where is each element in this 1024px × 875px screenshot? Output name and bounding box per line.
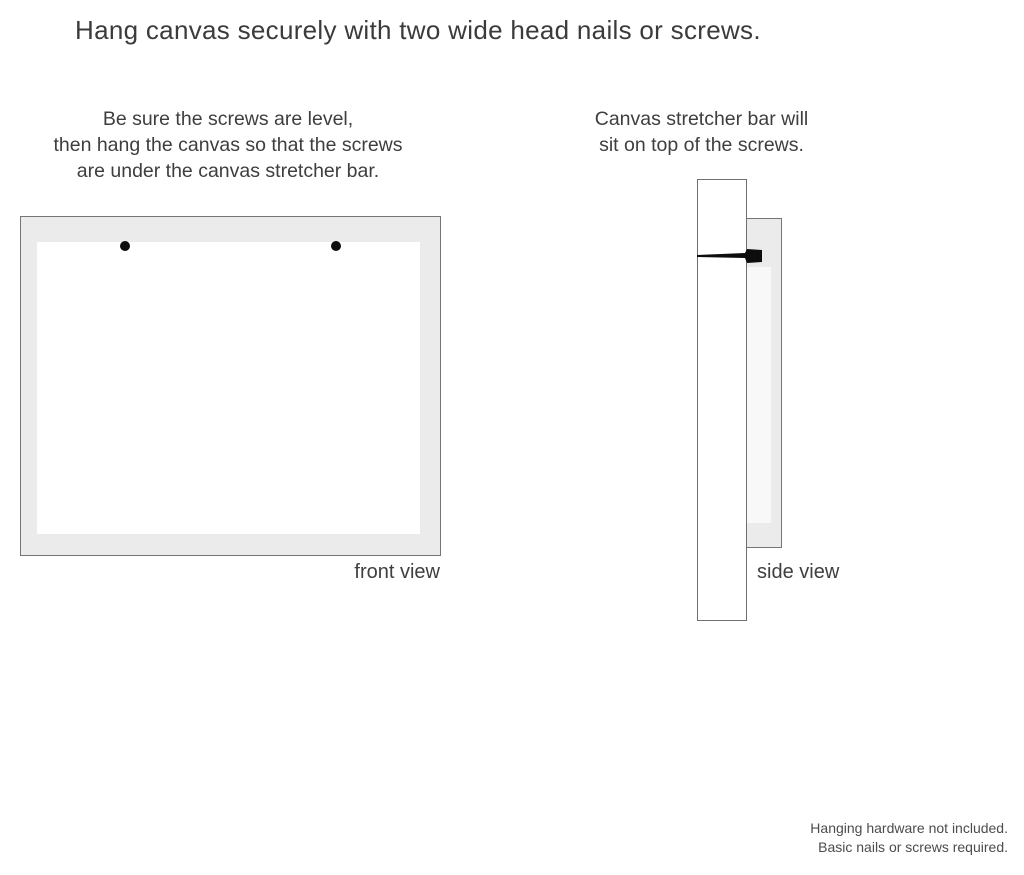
- front-view-label: front view: [354, 561, 440, 583]
- front-view-canvas-frame: [20, 216, 441, 556]
- front-instruction-line-3: are under the canvas stretcher bar.: [76, 160, 380, 182]
- side-instruction-text: Canvas stretcher bar will sit on top of …: [559, 106, 844, 158]
- nail-head-right-icon: [331, 241, 341, 251]
- front-instruction-line-2: then hang the canvas so that the screws: [53, 134, 403, 156]
- nail-icon: [697, 249, 762, 263]
- side-view-label: side view: [757, 561, 840, 583]
- front-instruction-line-1: Be sure the screws are level,: [102, 108, 354, 130]
- side-instruction-line-2: sit on top of the screws.: [599, 134, 804, 156]
- page-title: Hang canvas securely with two wide head …: [75, 15, 761, 45]
- hardware-footnote: Hanging hardware not included. Basic nai…: [810, 819, 1008, 857]
- nail-head-left-icon: [120, 241, 130, 251]
- front-view-canvas-inner: [37, 242, 420, 534]
- footnote-line-1: Hanging hardware not included.: [810, 820, 1008, 836]
- side-instruction-line-1: Canvas stretcher bar will: [594, 108, 809, 130]
- side-view-canvas-bar: [745, 218, 782, 548]
- side-view-canvas-inner: [747, 267, 771, 523]
- footnote-line-2: Basic nails or screws required.: [818, 839, 1008, 855]
- side-view-wall-cross-section: [697, 179, 747, 621]
- front-instruction-text: Be sure the screws are level, then hang …: [18, 106, 438, 184]
